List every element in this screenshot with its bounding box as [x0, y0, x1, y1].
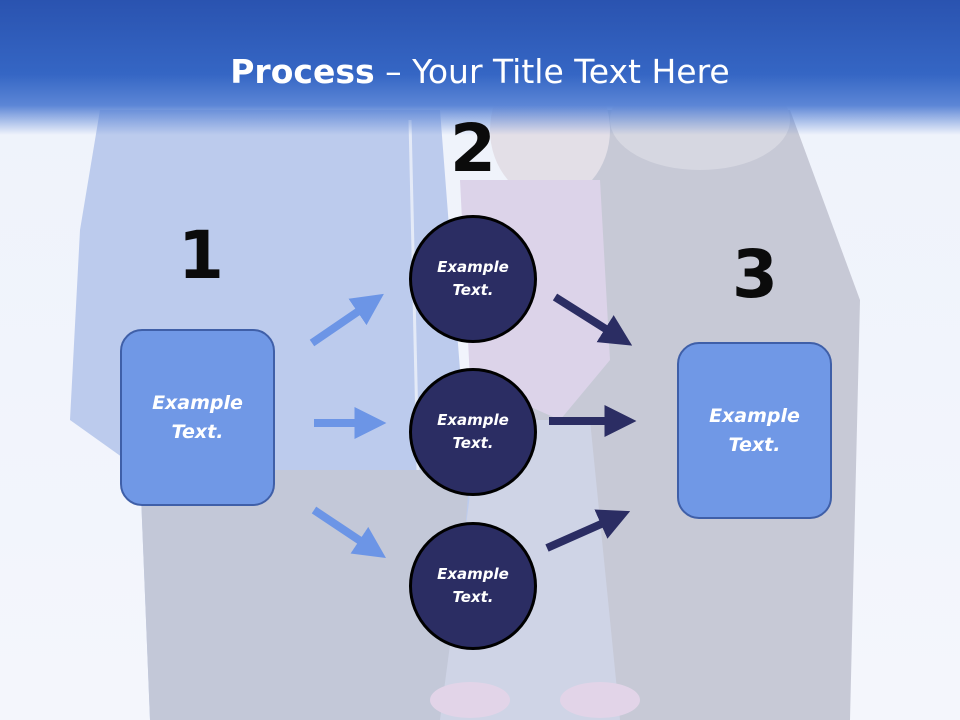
step-number-3: 3 — [732, 236, 778, 313]
title-bold: Process — [230, 52, 375, 91]
step-number-2: 2 — [450, 110, 496, 187]
middle-circle-bottom-text: Example Text. — [437, 565, 509, 606]
title-rest: – Your Title Text Here — [374, 52, 730, 91]
title-banner — [0, 0, 960, 135]
right-step-box: Example Text. — [677, 342, 832, 519]
right-step-text: Example Text. — [709, 404, 800, 456]
middle-circle-center: Example Text. — [409, 368, 537, 496]
slide-title: Process – Your Title Text Here — [0, 52, 960, 91]
middle-circle-bottom: Example Text. — [409, 522, 537, 650]
middle-circle-center-text: Example Text. — [437, 411, 509, 452]
left-step-text: Example Text. — [152, 391, 243, 443]
step-number-1: 1 — [178, 217, 224, 294]
middle-circle-top: Example Text. — [409, 215, 537, 343]
left-step-box: Example Text. — [120, 329, 275, 506]
middle-circle-top-text: Example Text. — [437, 258, 509, 299]
